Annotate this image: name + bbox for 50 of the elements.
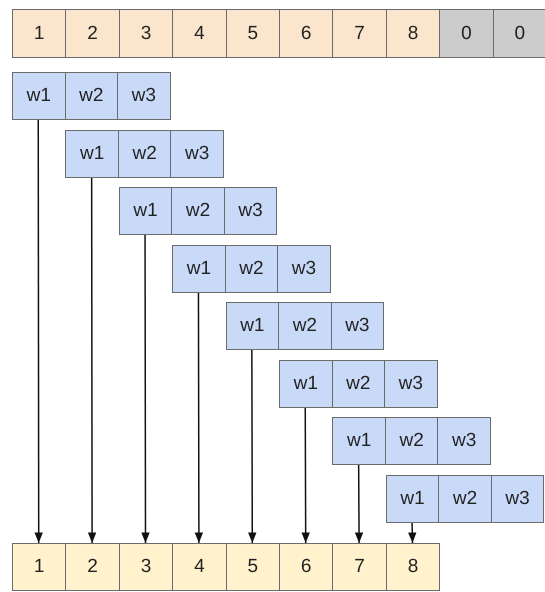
input-cell: 5 bbox=[226, 9, 280, 58]
input-cell: 4 bbox=[172, 9, 227, 58]
arrow bbox=[248, 350, 256, 543]
kernel-weight-cell: w3 bbox=[330, 302, 384, 350]
arrow bbox=[194, 292, 204, 543]
kernel-weight-cell: w3 bbox=[437, 417, 491, 465]
input-cell: 7 bbox=[332, 9, 387, 58]
kernel-weight-cell: w3 bbox=[170, 130, 224, 178]
input-cell: 3 bbox=[118, 9, 174, 58]
kernel-weight-cell: w3 bbox=[490, 474, 544, 522]
output-cell: 2 bbox=[65, 543, 120, 591]
padding-cell: 0 bbox=[492, 9, 545, 58]
kernel-weight-cell: w2 bbox=[332, 360, 385, 408]
arrow bbox=[408, 522, 416, 544]
kernel-weight-cell: w3 bbox=[384, 360, 438, 408]
output-cell: 8 bbox=[386, 543, 440, 591]
kernel-weight-cell: w1 bbox=[118, 187, 172, 235]
kernel-weight-cell: w1 bbox=[12, 72, 66, 120]
output-cell: 1 bbox=[12, 543, 66, 591]
kernel-weight-cell: w1 bbox=[226, 302, 280, 350]
output-cell: 6 bbox=[279, 543, 334, 591]
kernel-weight-cell: w3 bbox=[117, 72, 170, 120]
output-cell: 5 bbox=[226, 543, 280, 591]
kernel-weight-cell: w2 bbox=[438, 474, 492, 522]
output-cell: 3 bbox=[118, 543, 174, 591]
arrow bbox=[141, 235, 150, 543]
input-cell: 6 bbox=[279, 9, 334, 58]
kernel-weight-cell: w1 bbox=[65, 130, 119, 178]
kernel-weight-cell: w1 bbox=[172, 244, 226, 292]
kernel-weight-cell: w3 bbox=[277, 244, 331, 292]
arrow bbox=[354, 465, 364, 543]
kernel-weight-cell: w2 bbox=[171, 187, 225, 235]
kernel-weight-cell: w1 bbox=[279, 360, 332, 408]
output-cell: 4 bbox=[172, 543, 227, 591]
output-cell: 7 bbox=[332, 543, 387, 591]
kernel-weight-cell: w1 bbox=[386, 474, 440, 522]
padding-cell: 0 bbox=[439, 9, 494, 58]
kernel-weight-cell: w1 bbox=[332, 417, 386, 465]
arrow bbox=[88, 178, 96, 543]
kernel-weight-cell: w2 bbox=[224, 244, 278, 292]
kernel-weight-cell: w2 bbox=[384, 417, 438, 465]
input-cell: 1 bbox=[12, 9, 66, 58]
kernel-weight-cell: w2 bbox=[64, 72, 118, 120]
arrow bbox=[301, 408, 310, 543]
kernel-weight-cell: w3 bbox=[224, 187, 278, 235]
kernel-weight-cell: w2 bbox=[118, 130, 172, 178]
kernel-weight-cell: w2 bbox=[278, 302, 332, 350]
input-cell: 8 bbox=[386, 9, 440, 58]
arrow bbox=[34, 120, 43, 543]
input-cell: 2 bbox=[65, 9, 120, 58]
